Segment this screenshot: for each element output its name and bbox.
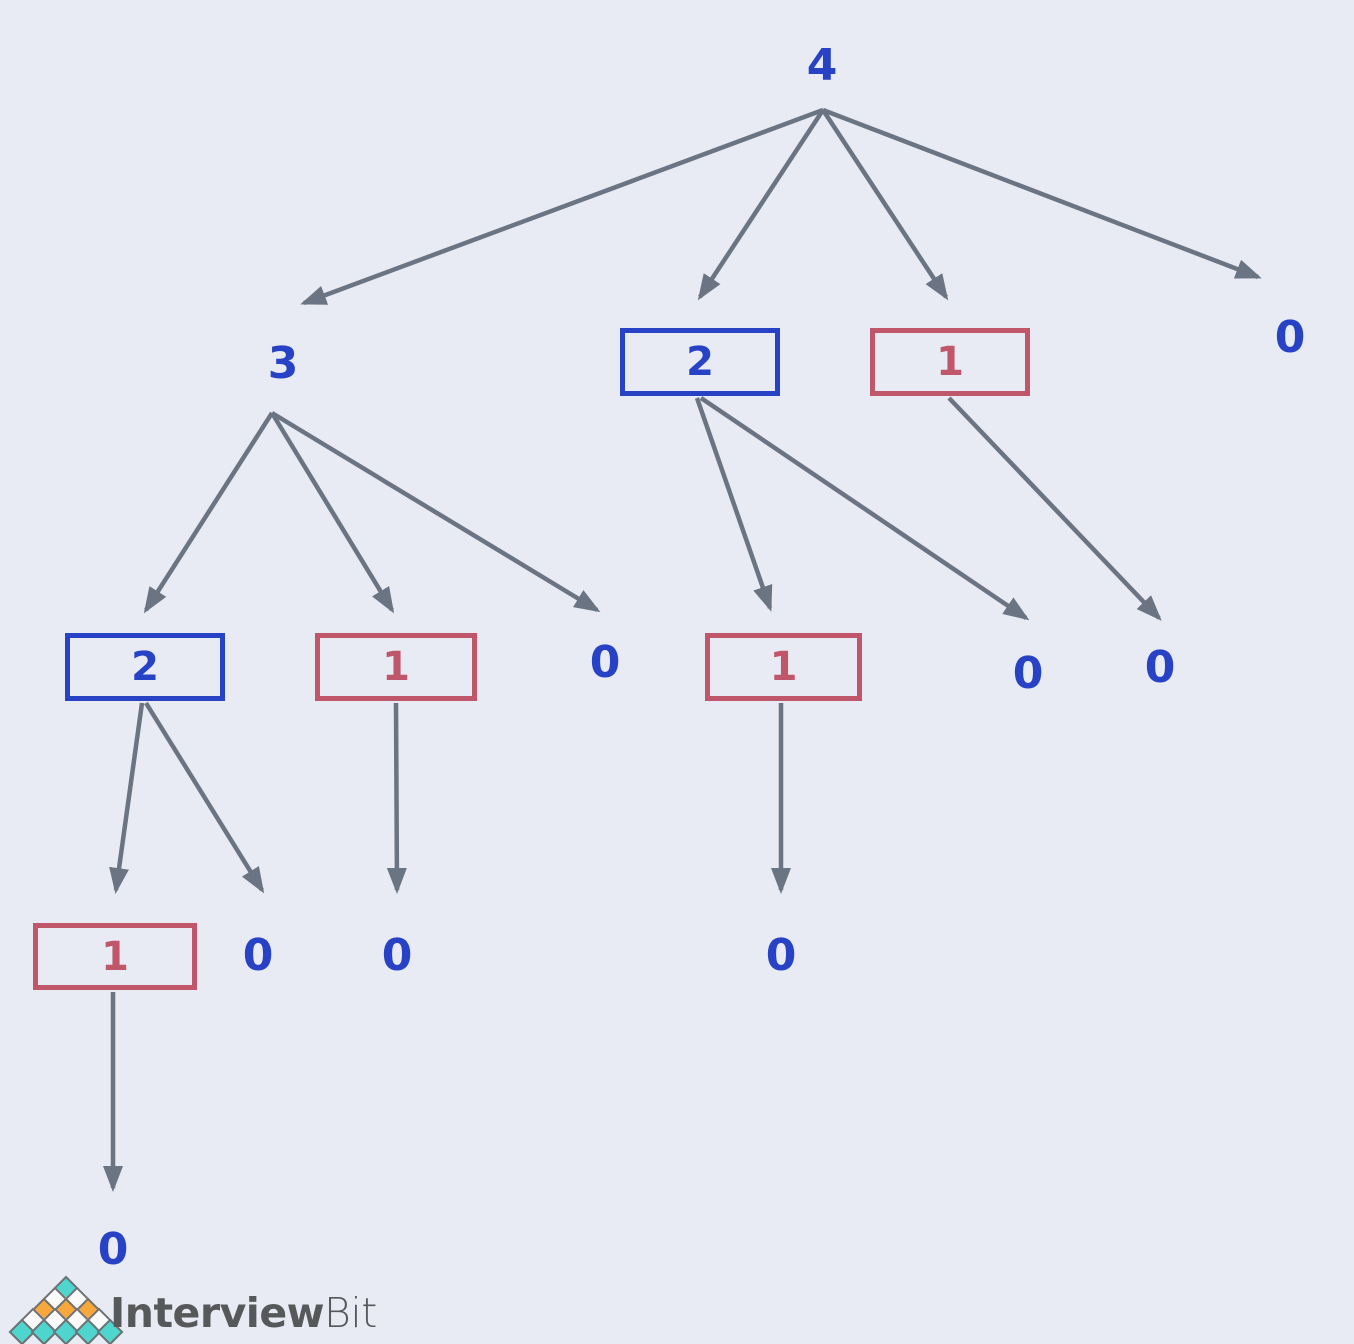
tree-node-l2-0-c: 0 <box>1144 642 1176 693</box>
tree-node-l3-1-box: 1 <box>33 923 197 990</box>
tree-node-l2-0-b: 0 <box>1012 648 1044 699</box>
edge-arrow-l1-3-to-l2-1-box-a <box>270 411 395 614</box>
tree-node-l2-1-box-b: 1 <box>705 633 862 701</box>
edge-arrow-l1-2-box-to-l2-0-b <box>699 396 1030 621</box>
logo-text-light: Bit <box>324 1289 377 1337</box>
edge-arrow-l2-1-box-a-to-l3-0-b <box>386 702 407 894</box>
tree-node-l3-0-a: 0 <box>242 930 274 981</box>
edge-arrow-l1-3-to-l2-0-a <box>270 411 601 613</box>
edge-arrow-l2-2-box-to-l3-0-a <box>144 701 265 894</box>
logo-text-bold: Interview <box>110 1289 325 1337</box>
tree-node-l1-1-box: 1 <box>870 328 1030 396</box>
edge-arrow-root-4-to-l1-3 <box>300 107 824 306</box>
tree-node-l1-3: 3 <box>267 338 299 389</box>
tree-node-l2-1-box-a: 1 <box>315 633 477 701</box>
tree-node-root-4: 4 <box>806 40 838 91</box>
tree-node-l2-2-box: 2 <box>65 633 225 701</box>
tree-node-l3-0-c: 0 <box>765 930 797 981</box>
edge-arrow-root-4-to-l1-2-box <box>697 108 825 301</box>
edge-arrow-root-4-to-l1-0 <box>822 107 1262 280</box>
tree-node-l1-0: 0 <box>1274 312 1306 363</box>
edge-arrow-l1-1-box-to-l2-0-c <box>947 396 1162 621</box>
tree-node-l4-0: 0 <box>97 1224 129 1275</box>
tree-node-l1-2-box: 2 <box>620 328 780 396</box>
edge-arrow-l1-2-box-to-l2-1-box-b <box>694 397 773 612</box>
edge-arrow-l1-3-to-l2-2-box <box>143 411 274 614</box>
edge-arrow-root-4-to-l1-1-box <box>821 108 949 301</box>
tree-node-l3-0-b: 0 <box>381 930 413 981</box>
interviewbit-wordmark: InterviewBit <box>110 1293 377 1334</box>
edge-arrow-l2-2-box-to-l3-1-box <box>109 702 145 894</box>
tree-node-l2-0-a: 0 <box>589 637 621 688</box>
